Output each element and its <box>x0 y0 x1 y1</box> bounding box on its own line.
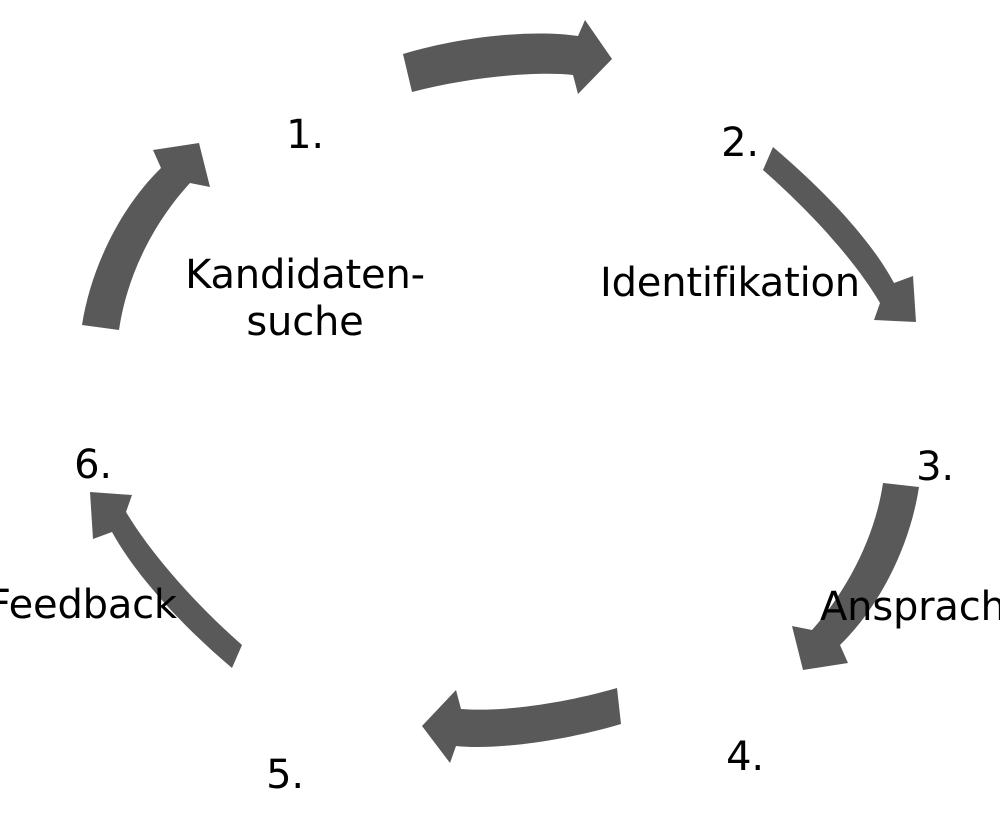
step-1-number: 1. <box>286 111 324 158</box>
step-3-label: 3. Ansprache <box>820 350 1000 724</box>
arrow-5-to-6 <box>90 492 242 668</box>
arrow-6-to-1 <box>82 143 210 330</box>
step-2-name: Identifikation <box>600 259 860 306</box>
step-5-number: 5. <box>266 751 304 798</box>
arrow-2-to-3 <box>763 147 916 322</box>
step-2-number: 2. <box>721 119 759 166</box>
step-4-number: 4. <box>726 733 764 780</box>
step-6-label: 6. Feedback <box>0 348 198 722</box>
step-6-name: Feedback <box>0 581 177 628</box>
step-5-label: 5. Vorselektion <box>150 658 420 818</box>
step-1-name: Kandidaten- suche <box>185 251 425 345</box>
step-1-label: 1. Kandidaten- suche <box>140 18 470 439</box>
step-4-label: 4. Interviews <box>620 640 870 818</box>
step-6-number: 6. <box>74 441 112 488</box>
arrow-3-to-4 <box>792 483 919 670</box>
step-3-name: Ansprache <box>820 583 1000 630</box>
step-3-number: 3. <box>916 443 954 490</box>
step-2-label: 2. Identifikation <box>600 26 880 400</box>
arrow-4-to-5 <box>422 688 621 763</box>
arrow-1-to-2 <box>403 20 612 94</box>
